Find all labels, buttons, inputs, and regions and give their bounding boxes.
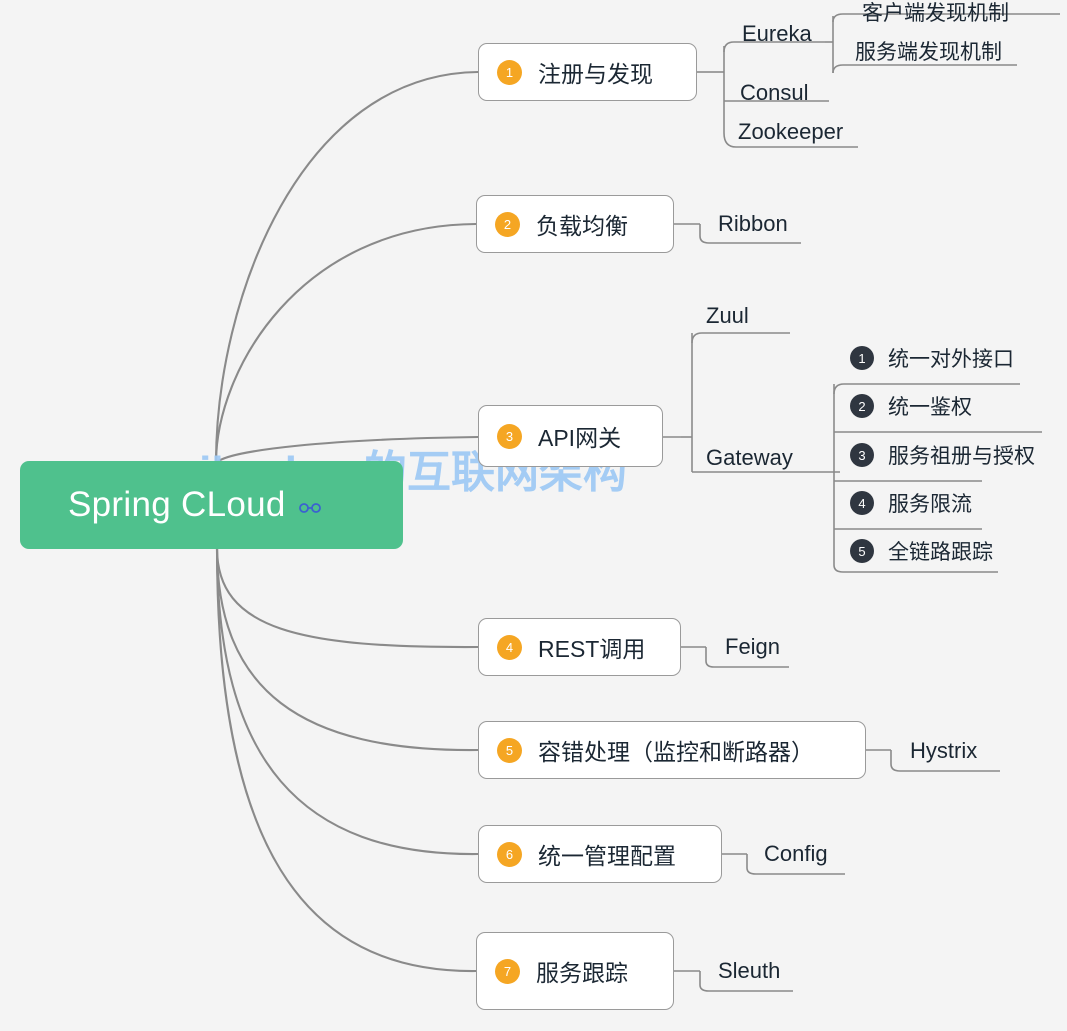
branch-badge-2: 2 bbox=[495, 211, 520, 237]
gateway-child-3[interactable]: 3 服务祖册与授权 bbox=[850, 440, 1035, 470]
gateway-child-badge-3: 3 bbox=[850, 443, 874, 467]
gateway-child-label-4: 服务限流 bbox=[888, 493, 972, 516]
gateway-child-label-3: 服务祖册与授权 bbox=[888, 445, 1035, 468]
root-node-label: Spring CLoud bbox=[68, 485, 286, 524]
branch-label-6: 统一管理配置 bbox=[538, 843, 676, 869]
gateway-child-badge-4: 4 bbox=[850, 491, 874, 515]
gateway-child-4[interactable]: 4 服务限流 bbox=[850, 488, 972, 518]
branch-label-7: 服务跟踪 bbox=[536, 960, 628, 986]
gateway-child-badge-2: 2 bbox=[850, 394, 874, 418]
leaf-feign[interactable]: Feign bbox=[725, 634, 781, 659]
branch-label-1: 注册与发现 bbox=[538, 61, 653, 87]
gateway-child-label-5: 全链路跟踪 bbox=[888, 541, 993, 564]
branch-badge-7: 7 bbox=[495, 958, 520, 984]
gateway-child-label-2: 统一鉴权 bbox=[888, 396, 972, 419]
leaf-client-discovery[interactable]: 客户端发现机制 bbox=[862, 2, 1009, 25]
branch-badge-3: 3 bbox=[497, 423, 522, 449]
branch-node-7[interactable]: 7 服务跟踪 bbox=[476, 932, 674, 1010]
link-icon[interactable] bbox=[298, 500, 321, 519]
gateway-child-2[interactable]: 2 统一鉴权 bbox=[850, 391, 972, 421]
leaf-eureka[interactable]: Eureka bbox=[742, 21, 812, 46]
leaf-server-discovery[interactable]: 服务端发现机制 bbox=[855, 41, 1002, 64]
leaf-hystrix[interactable]: Hystrix bbox=[910, 738, 978, 763]
root-node[interactable]: Spring CLoud bbox=[20, 461, 403, 549]
branch-badge-6: 6 bbox=[497, 841, 522, 867]
leaf-zookeeper[interactable]: Zookeeper bbox=[738, 119, 844, 144]
leaf-config[interactable]: Config bbox=[764, 841, 828, 866]
gateway-child-1[interactable]: 1 统一对外接口 bbox=[850, 343, 1014, 373]
gateway-child-label-1: 统一对外接口 bbox=[888, 348, 1014, 371]
branch-label-3: API网关 bbox=[538, 425, 622, 451]
branch-node-4[interactable]: 4 REST调用 bbox=[478, 618, 681, 676]
branch-node-1[interactable]: 1 注册与发现 bbox=[478, 43, 697, 101]
leaf-zuul[interactable]: Zuul bbox=[706, 303, 749, 328]
leaf-ribbon[interactable]: Ribbon bbox=[718, 211, 788, 236]
leaf-gateway[interactable]: Gateway bbox=[706, 445, 793, 470]
gateway-child-badge-1: 1 bbox=[850, 346, 874, 370]
branch-node-6[interactable]: 6 统一管理配置 bbox=[478, 825, 722, 883]
branch-label-2: 负载均衡 bbox=[536, 213, 628, 239]
gateway-child-5[interactable]: 5 全链路跟踪 bbox=[850, 536, 993, 566]
branch-label-4: REST调用 bbox=[538, 636, 646, 662]
branch-badge-4: 4 bbox=[497, 634, 522, 660]
branch-badge-5: 5 bbox=[497, 737, 522, 763]
leaf-consul[interactable]: Consul bbox=[740, 80, 809, 105]
branch-node-5[interactable]: 5 容错处理（监控和断路器） bbox=[478, 721, 866, 779]
branch-node-2[interactable]: 2 负载均衡 bbox=[476, 195, 674, 253]
leaf-sleuth[interactable]: Sleuth bbox=[718, 958, 781, 983]
branch-badge-1: 1 bbox=[497, 59, 522, 85]
branch-label-5: 容错处理（监控和断路器） bbox=[538, 739, 814, 765]
branch-node-3[interactable]: 3 API网关 bbox=[478, 405, 663, 467]
gateway-child-badge-5: 5 bbox=[850, 539, 874, 563]
